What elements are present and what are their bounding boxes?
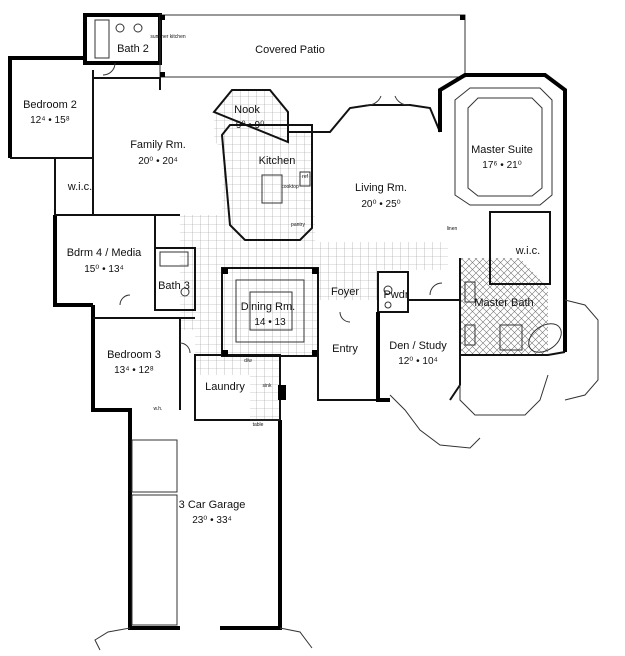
cooktop-label: cooktop [281, 184, 299, 190]
living-bay [288, 104, 441, 133]
garage-bay-b [131, 494, 178, 626]
door-living-left [366, 95, 382, 106]
den-left [376, 312, 390, 402]
pantry-label: pantry [291, 222, 305, 228]
dining-dims: 14 • 13 [254, 317, 286, 328]
door-bath2 [102, 62, 116, 76]
pwdr-toilet [383, 285, 393, 295]
master-dims: 17⁶ • 21⁰ [482, 160, 521, 171]
master-shower [499, 324, 523, 351]
wh-label: w.h. [154, 406, 163, 412]
room-labels: Bath 2 Covered Patio Bedroom 2 12⁴ • 15⁸… [23, 43, 540, 526]
garage-name: 3 Car Garage [179, 499, 246, 511]
master-wic-wall [489, 211, 551, 285]
laundry-name: Laundry [205, 381, 245, 393]
master-name: Master Suite [471, 144, 533, 156]
den-dims: 12⁰ • 10⁴ [398, 356, 438, 367]
dining-tray-inner [249, 291, 293, 331]
master-tray-inner [467, 97, 543, 197]
hall-floor [180, 215, 448, 420]
bdrm4-outer [53, 215, 93, 307]
master-bath-floor [460, 258, 548, 355]
bath3-name: Bath 3 [158, 280, 190, 292]
dining-tray-outer [235, 279, 305, 343]
linen-label: linen [447, 226, 458, 232]
den-bay [389, 394, 481, 449]
patio-outline [159, 14, 466, 78]
bedroom3-name: Bedroom 3 [107, 349, 161, 361]
tub [528, 323, 562, 353]
family-top [93, 77, 161, 90]
door-bdrm4 [119, 294, 131, 306]
master-tub-bay [564, 299, 599, 401]
ref-label: ref [302, 174, 308, 180]
nook-name: Nook [234, 104, 260, 116]
garage-curve [94, 627, 131, 651]
garage-left [128, 420, 180, 630]
bedroom2-name: Bedroom 2 [23, 99, 77, 111]
bedroom3-outer [91, 305, 132, 420]
garage-curve-right [279, 627, 313, 649]
bath3-tub [159, 251, 189, 267]
tiled-floors [180, 90, 448, 420]
bedroom2-outer [8, 15, 87, 158]
bedroom3-dims: 13⁴ • 12⁸ [114, 365, 154, 376]
living-name: Living Rm. [355, 182, 407, 194]
bedroom2-bottom [10, 157, 56, 215]
kitchen-name: Kitchen [259, 155, 296, 167]
bdrm4-dims: 15⁰ • 13⁴ [84, 264, 124, 275]
den-name: Den / Study [389, 340, 447, 352]
table-label: table [253, 422, 264, 428]
master-bath-bottom [460, 351, 566, 356]
garage-dims: 23⁰ • 33⁴ [192, 515, 232, 526]
door-living-right [394, 95, 410, 106]
living-dims: 20⁰ • 25⁰ [361, 199, 400, 210]
family-name: Family Rm. [130, 139, 186, 151]
masterbath-name: Master Bath [474, 297, 533, 309]
master-front-bay [459, 374, 549, 416]
sink-label: sink [263, 383, 272, 389]
door-bedroom3 [179, 342, 191, 354]
family-dims: 20⁰ • 20⁴ [138, 156, 178, 167]
shower-bath2 [94, 19, 110, 59]
dining-floor [232, 275, 310, 350]
master-tray-outer [454, 87, 553, 206]
bedroom2-dims: 12⁴ • 15⁸ [30, 115, 70, 126]
pwdr-wall [377, 271, 409, 313]
kitchen-island [261, 174, 283, 204]
kitchen-wall [220, 124, 313, 241]
entry-name: Entry [332, 343, 358, 355]
walls [8, 13, 599, 651]
den-right [408, 299, 461, 401]
nook-wall [212, 89, 289, 144]
wic-right-name: w.i.c. [515, 245, 540, 257]
master-outer [438, 73, 567, 352]
bath3-wall [154, 247, 196, 311]
bath2-wall [83, 13, 162, 65]
door-den [429, 282, 443, 296]
nook-dims: 9⁰ • 9⁰ [236, 120, 264, 131]
dw-label: d/w [244, 358, 252, 364]
bdrm4-name: Bdrm 4 / Media [67, 247, 142, 259]
wic-left-name: w.i.c. [67, 181, 92, 193]
garage-bay-a [131, 439, 178, 493]
pwdr-name: Pwdr [383, 289, 408, 301]
fixtures: summer kitchen cooktop ref pantry table … [94, 19, 523, 428]
bath2-name: Bath 2 [117, 43, 149, 55]
doors [102, 62, 443, 354]
summer-kitchen-label: summer kitchen [150, 34, 186, 40]
foyer-name: Foyer [331, 286, 359, 298]
door-entry [339, 311, 351, 323]
dining-name: Dining Rm. [241, 301, 295, 313]
patio-name: Covered Patio [255, 44, 325, 56]
